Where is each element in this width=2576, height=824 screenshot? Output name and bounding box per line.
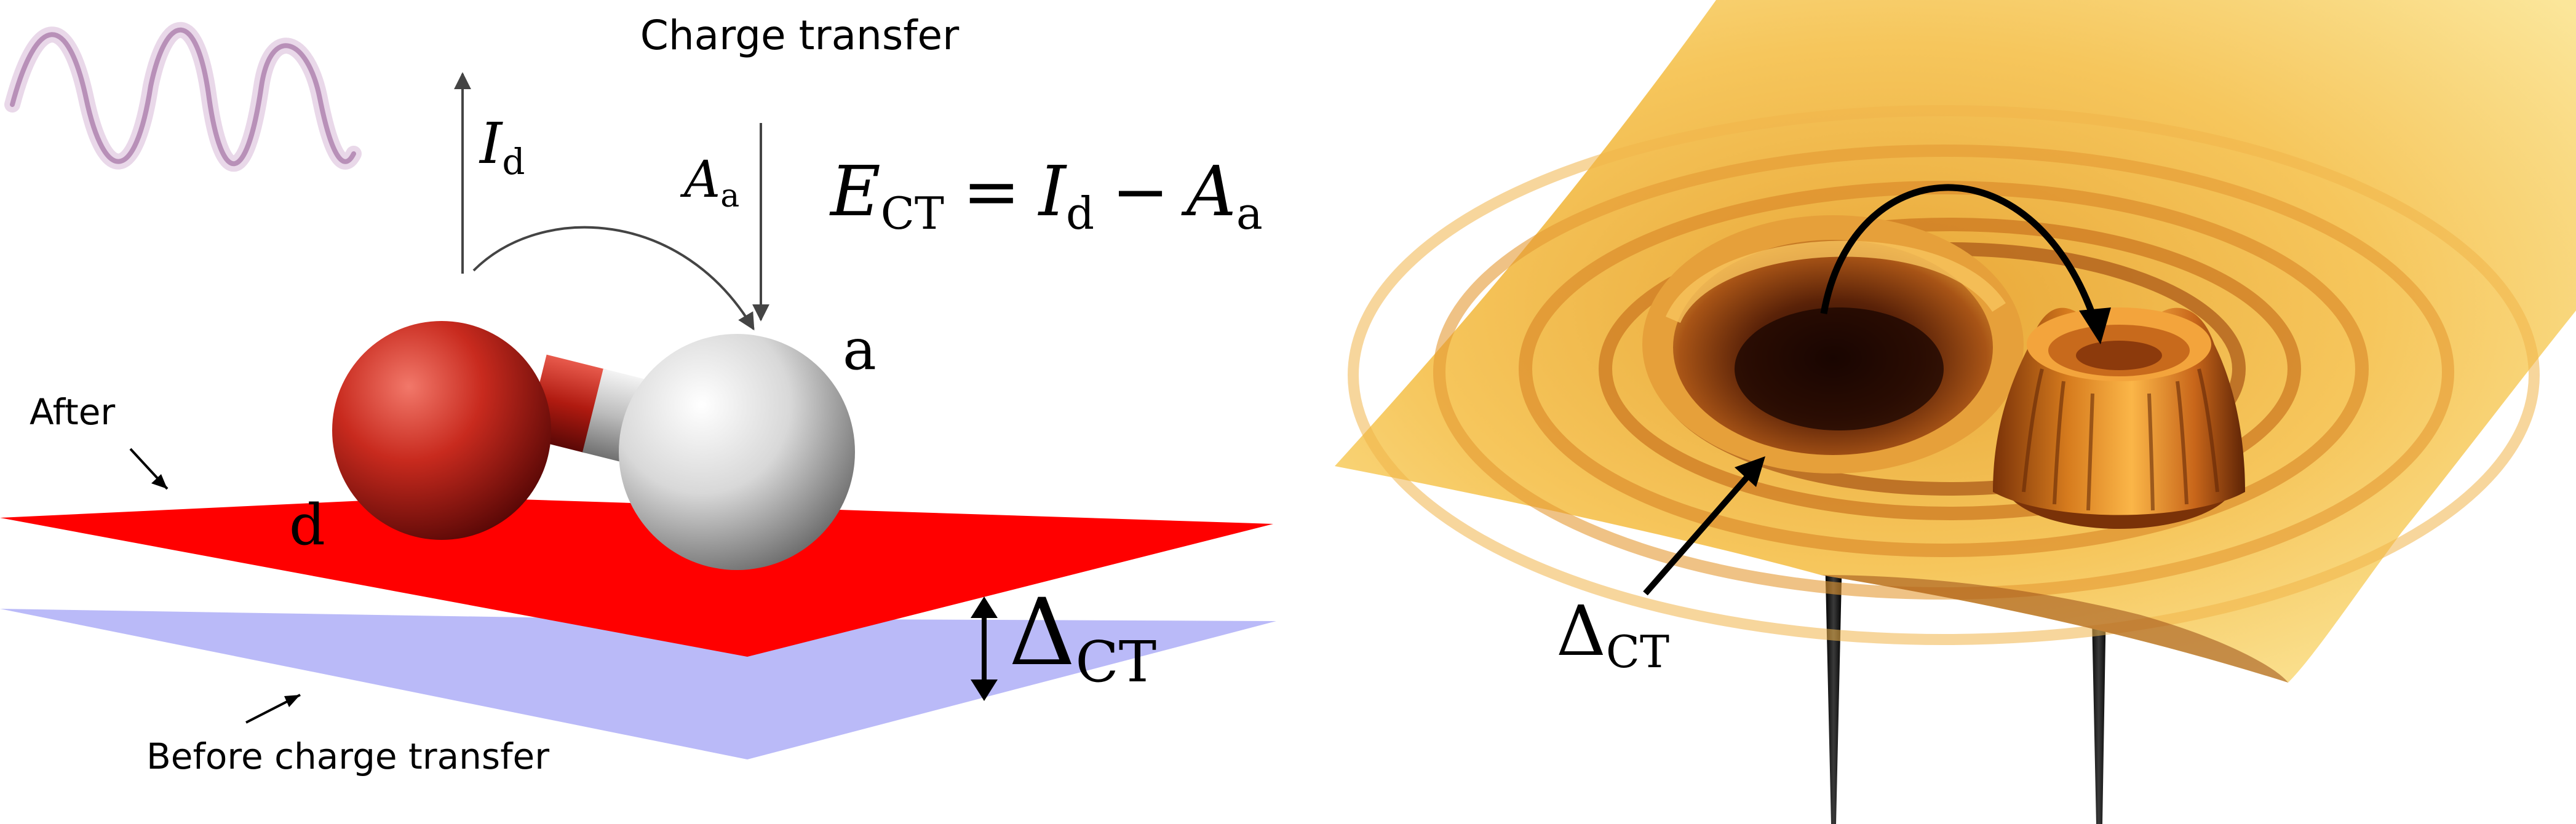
eq-term1-symbol: I xyxy=(1038,152,1068,232)
affinity-subscript: a xyxy=(720,178,739,215)
affinity-symbol: A xyxy=(680,151,720,209)
acceptor-atom xyxy=(619,334,855,570)
energy-equation: ECT =Id−Aa xyxy=(829,152,1263,239)
molecule xyxy=(332,321,855,570)
acceptor-peak xyxy=(1993,307,2245,529)
after-label: After xyxy=(30,391,115,433)
affinity-label: Aa xyxy=(680,151,739,215)
surface-underside xyxy=(1821,575,2288,683)
eq-equals: = xyxy=(963,152,1020,232)
gap-subscript-right: CT xyxy=(1606,626,1669,678)
left-stem xyxy=(1825,553,1842,824)
eq-term2-subscript: a xyxy=(1236,188,1263,239)
figure-title: Charge transfer xyxy=(640,12,960,59)
before-label: Before charge transfer xyxy=(146,735,549,777)
donor-well xyxy=(1642,215,2024,473)
eq-term2-symbol: A xyxy=(1181,152,1236,232)
ionization-symbol: I xyxy=(479,111,503,176)
donor-label: d xyxy=(289,492,325,558)
gap-label-right: ΔCT xyxy=(1556,592,1669,678)
electron-transfer-arrow xyxy=(472,226,755,331)
donor-atom xyxy=(332,321,551,540)
left-panel: Charge transfer Id xyxy=(0,12,1276,777)
gap-symbol-left: Δ xyxy=(1009,579,1075,686)
eq-term1-subscript: d xyxy=(1066,188,1094,239)
gap-label-left: ΔCT xyxy=(1009,579,1156,695)
before-state-plane xyxy=(0,609,1276,759)
eq-lhs-subscript: CT xyxy=(881,188,944,239)
acceptor-label: a xyxy=(843,317,877,382)
transfer-arc-arrow xyxy=(1820,184,2111,344)
right-panel: ΔCT xyxy=(1335,0,2576,824)
gap-double-arrow xyxy=(971,596,998,701)
gap-symbol-right: Δ xyxy=(1556,592,1606,671)
after-state-plane xyxy=(0,497,1273,657)
ionization-subscript: d xyxy=(502,141,525,183)
photon-wave xyxy=(4,22,362,172)
eq-lhs-symbol: E xyxy=(829,152,881,232)
gap-subscript-left: CT xyxy=(1075,629,1156,695)
eq-minus: − xyxy=(1111,152,1169,232)
ionization-label: Id xyxy=(479,111,525,183)
gap-pointer-arrow xyxy=(1643,456,1765,596)
